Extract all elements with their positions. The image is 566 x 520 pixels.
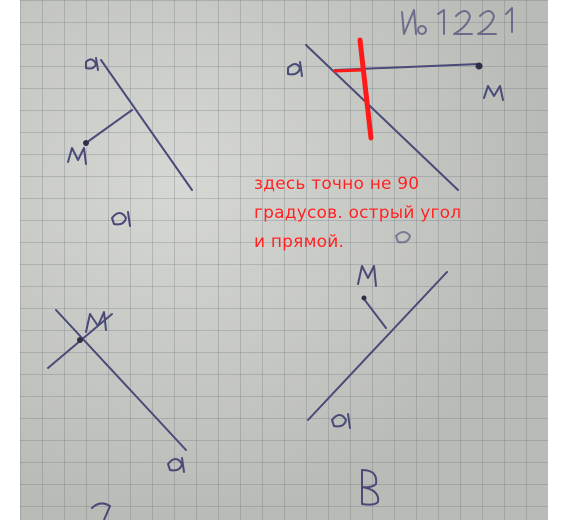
red-annotation: здесь точно не 90 градусов. острый угол … (254, 170, 524, 257)
line-a (305, 44, 459, 191)
drawings (47, 7, 513, 520)
caption-c-handwriting (91, 502, 111, 520)
label-m-handwriting (85, 311, 107, 333)
label-m-handwriting (357, 265, 377, 287)
caption-v-handwriting (361, 469, 380, 506)
line-a (55, 309, 187, 451)
red-highlight (333, 68, 365, 73)
line-a (100, 59, 193, 191)
caption-a-handwriting (111, 211, 131, 227)
red-correction-stroke (357, 37, 374, 141)
label-a-handwriting (287, 61, 303, 77)
annotation-line-3: и прямой. (254, 232, 345, 252)
line-a (307, 271, 448, 421)
figure-d (307, 265, 448, 506)
problem-number-handwriting (401, 7, 513, 35)
label-a-handwriting (167, 457, 185, 473)
point-m (77, 337, 83, 343)
perpendicular-segment (363, 298, 387, 329)
annotation-line-2: градусов. острый угол (254, 203, 462, 223)
label-a-handwriting (331, 413, 351, 429)
label-m-handwriting (483, 85, 504, 101)
figure-b (287, 37, 504, 244)
figure-a (67, 57, 193, 227)
point-m (83, 140, 89, 146)
point-m (475, 62, 483, 70)
annotation-line-1: здесь точно не 90 (254, 174, 420, 194)
label-a-handwriting (85, 57, 99, 71)
caption-b-handwriting (395, 231, 411, 244)
perpendicular-segment (85, 109, 133, 144)
point-m (361, 295, 367, 301)
notebook-photo: здесь точно не 90 градусов. острый угол … (20, 0, 548, 520)
label-m-handwriting (67, 147, 87, 165)
figure-c (47, 309, 187, 520)
